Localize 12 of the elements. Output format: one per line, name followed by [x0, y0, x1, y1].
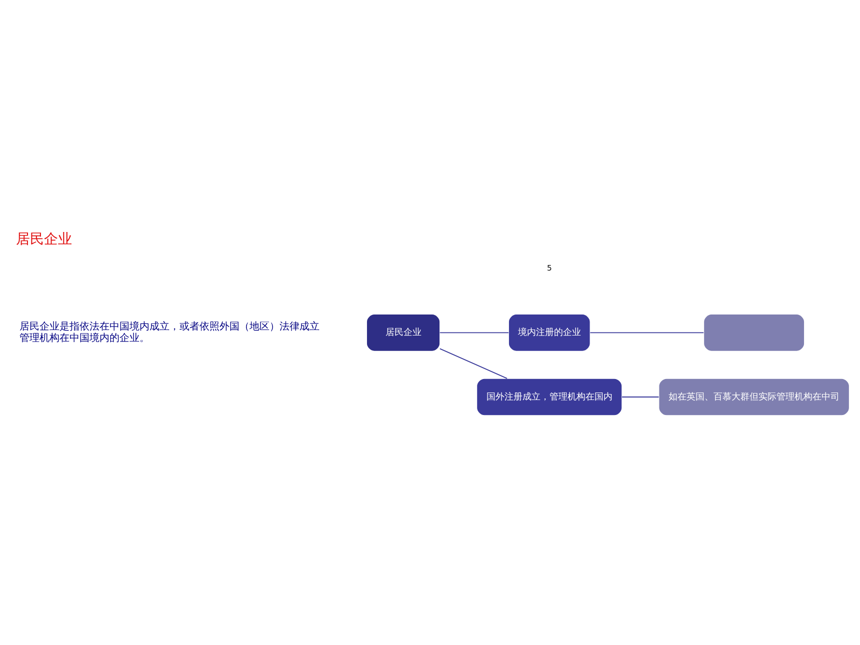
node-box: 国外注册成立，管理机构在国内 — [476, 378, 622, 416]
node-box — [703, 314, 805, 352]
connector — [439, 348, 508, 379]
label: 居民企业是指依法在中国境内成立，或者依照外国（地区）法律成立 — [20, 321, 320, 332]
connector — [622, 396, 660, 398]
connector — [590, 332, 704, 334]
label: 管理机构在中国境内的企业。 — [20, 332, 150, 344]
diagram-title: 居民企业 — [16, 231, 72, 248]
node-box: 境内注册的企业 — [508, 314, 590, 352]
node-box: 如在英国、百慕大群但实际管理机构在中司 — [658, 378, 850, 416]
node-box: 居民企业 — [366, 314, 440, 352]
connector — [439, 332, 510, 334]
